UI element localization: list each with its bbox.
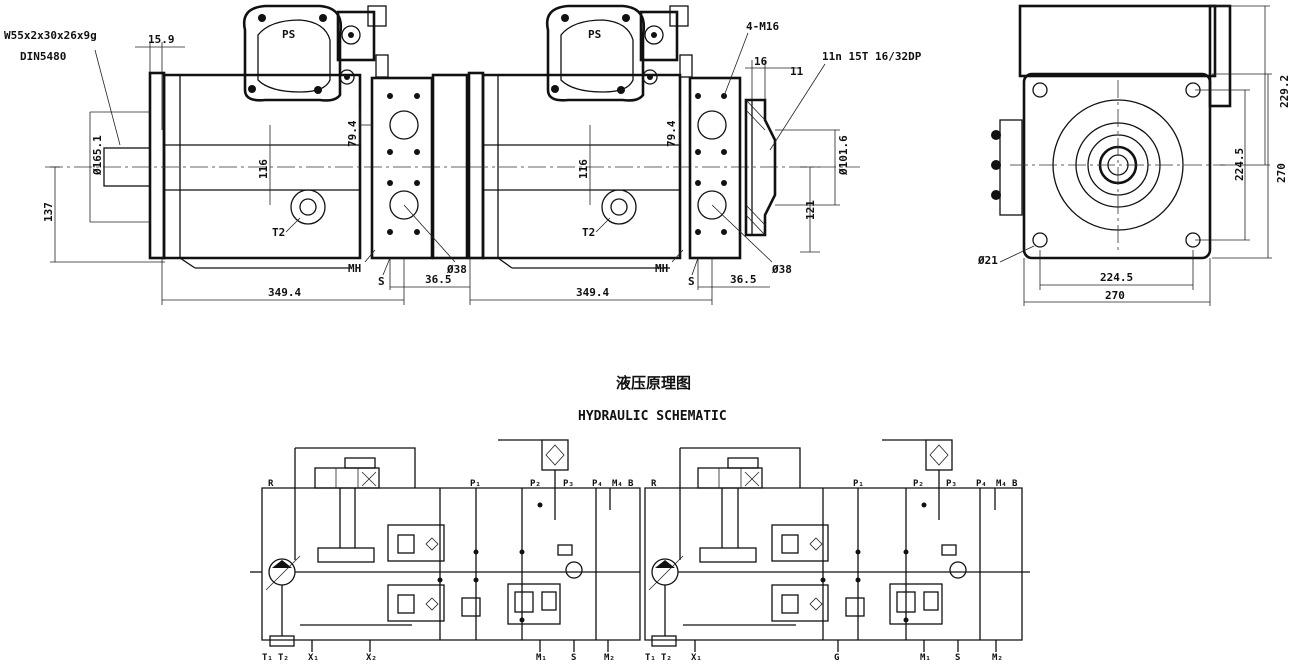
schematic-title-cn: 液压原理图 [616, 374, 691, 392]
dim-dia-21: Ø21 [977, 254, 998, 267]
dim-116-left: 116 [257, 159, 270, 179]
right-pump-side-view: PS T2 4-M16 16 11 [467, 4, 922, 305]
schem-right-port-m2: M₂ [992, 653, 1003, 663]
gauge-right [949, 561, 967, 579]
gauge-left [565, 561, 583, 579]
port-block [370, 76, 434, 260]
schem-left-port-x2: X₂ [366, 653, 377, 663]
spline-spec-line1: W55x2x30x26x9g [4, 29, 97, 42]
pump-housing [162, 73, 362, 260]
schem-right-port-p3: P₃ [946, 479, 957, 489]
dim-116-right: 116 [577, 159, 590, 179]
suction-port [389, 190, 419, 220]
spline-note-right: 11n 15T 16/32DP [822, 50, 922, 63]
end-flange [1022, 72, 1212, 260]
dim-224-5-vertical: 224.5 [1233, 148, 1246, 181]
dim-dia-38-left: Ø38 [446, 263, 467, 276]
regulator-left-1 [387, 524, 445, 562]
spline-leader [94, 49, 121, 146]
hydraulic-schematic-right: R P₁ P₂ P₃ P₄ M₄ B T₁ T₂ X₁ G M₁ S M₂ [644, 439, 1030, 663]
controller-housing [242, 4, 343, 102]
dim-224-5-horizontal: 224.5 [1100, 271, 1133, 284]
dim-349-4-left: 349.4 [268, 286, 301, 299]
dim-dia-165-1: Ø165.1 [91, 135, 104, 176]
spline-spec-line2: DIN5480 [20, 50, 66, 63]
bolts-4-m16: 4-M16 [746, 20, 779, 33]
schem-left-port-p2: P₂ [530, 479, 541, 489]
valve-block-small [336, 10, 376, 62]
dim-36-5-right: 36.5 [730, 273, 757, 286]
schem-left-port-x1: X₁ [308, 653, 319, 663]
t2-port-outer [290, 189, 326, 225]
pump-housing-2 [481, 73, 682, 260]
relief-valve-left [507, 583, 561, 625]
schem-right-port-t2: T₂ [661, 653, 672, 663]
schem-right-port-p4: P₄ [976, 479, 987, 489]
port-block-2 [688, 76, 742, 260]
relief-valve-right [889, 583, 943, 625]
schem-left-port-t2: T₂ [278, 653, 289, 663]
dim-dia-38-right: Ø38 [771, 263, 792, 276]
dim-36-5-left: 36.5 [425, 273, 452, 286]
schem-right-port-p2: P₂ [913, 479, 924, 489]
dim-121: 121 [804, 200, 817, 220]
schem-right-port-p1: P₁ [853, 479, 864, 489]
dim-15-9: 15.9 [148, 33, 175, 46]
port-t2-left: T2 [272, 226, 285, 239]
schem-right-port-g: G [834, 653, 839, 663]
coupling-housing [431, 73, 469, 260]
port-t2-right: T2 [582, 226, 595, 239]
schem-right-port-m1: M₁ [920, 653, 931, 663]
port-ps-right: PS [588, 28, 601, 41]
directional-valve-left [314, 467, 380, 489]
dim-270-vertical: 270 [1275, 163, 1288, 183]
regulator-left-2 [387, 584, 445, 622]
dim-79-4-right: 79.4 [665, 120, 678, 147]
dim-11: 11 [790, 65, 804, 78]
pump-end-view: 229.2 224.5 270 224.5 270 Ø21 [977, 4, 1291, 306]
dim-79-4-left: 79.4 [346, 120, 359, 147]
dim-16: 16 [754, 55, 768, 68]
hydraulic-schematic-left: R P₁ P₂ P₃ P₄ M₄ B T₁ T₂ X₁ X₂ M₁ S M₂ [250, 439, 641, 663]
schem-left-port-m2: M₂ [604, 653, 615, 663]
left-pump-side-view: W55x2x30x26x9g DIN5480 15.9 PS [4, 4, 470, 305]
schem-right-port-m4: M₄ [996, 479, 1007, 489]
directional-valve-right [697, 467, 763, 489]
schem-right-port-t1: T₁ [645, 653, 656, 663]
regulator-right-1 [771, 524, 829, 562]
schem-right-port-b: B [1012, 479, 1018, 489]
dim-dia-101-6: Ø101.6 [837, 135, 850, 176]
schem-left-port-p3: P₃ [563, 479, 574, 489]
schematic-title-en: HYDRAULIC SCHEMATIC [578, 409, 727, 424]
port-mh-left: MH [348, 262, 361, 275]
end-top-housing [1018, 4, 1217, 78]
schem-left-port-p1: P₁ [470, 479, 481, 489]
schem-left-port-r: R [268, 479, 274, 489]
regulator-right-2 [771, 584, 829, 622]
rear-adapter [744, 98, 777, 237]
dim-270-horizontal: 270 [1105, 289, 1125, 302]
schem-left-port-t1: T₁ [262, 653, 273, 663]
schem-left-port-m4: M₄ [612, 479, 623, 489]
dim-349-4-right: 349.4 [576, 286, 609, 299]
dim-137: 137 [42, 202, 55, 222]
pressure-port [389, 110, 419, 140]
dim-229-2: 229.2 [1278, 75, 1291, 108]
schem-left-port-p4: P₄ [592, 479, 603, 489]
port-mh-right: MH [655, 262, 668, 275]
schem-right-port-x1: X₁ [691, 653, 702, 663]
schem-left-port-m1: M₁ [536, 653, 547, 663]
schem-right-port-r: R [651, 479, 657, 489]
schem-right-port-s: S [955, 653, 960, 663]
controller-housing-2 [545, 4, 646, 102]
port-s-left: S [378, 275, 385, 288]
schem-left-port-b: B [628, 479, 634, 489]
port-s-right: S [688, 275, 695, 288]
schem-left-port-s: S [571, 653, 576, 663]
port-ps-left: PS [282, 28, 295, 41]
